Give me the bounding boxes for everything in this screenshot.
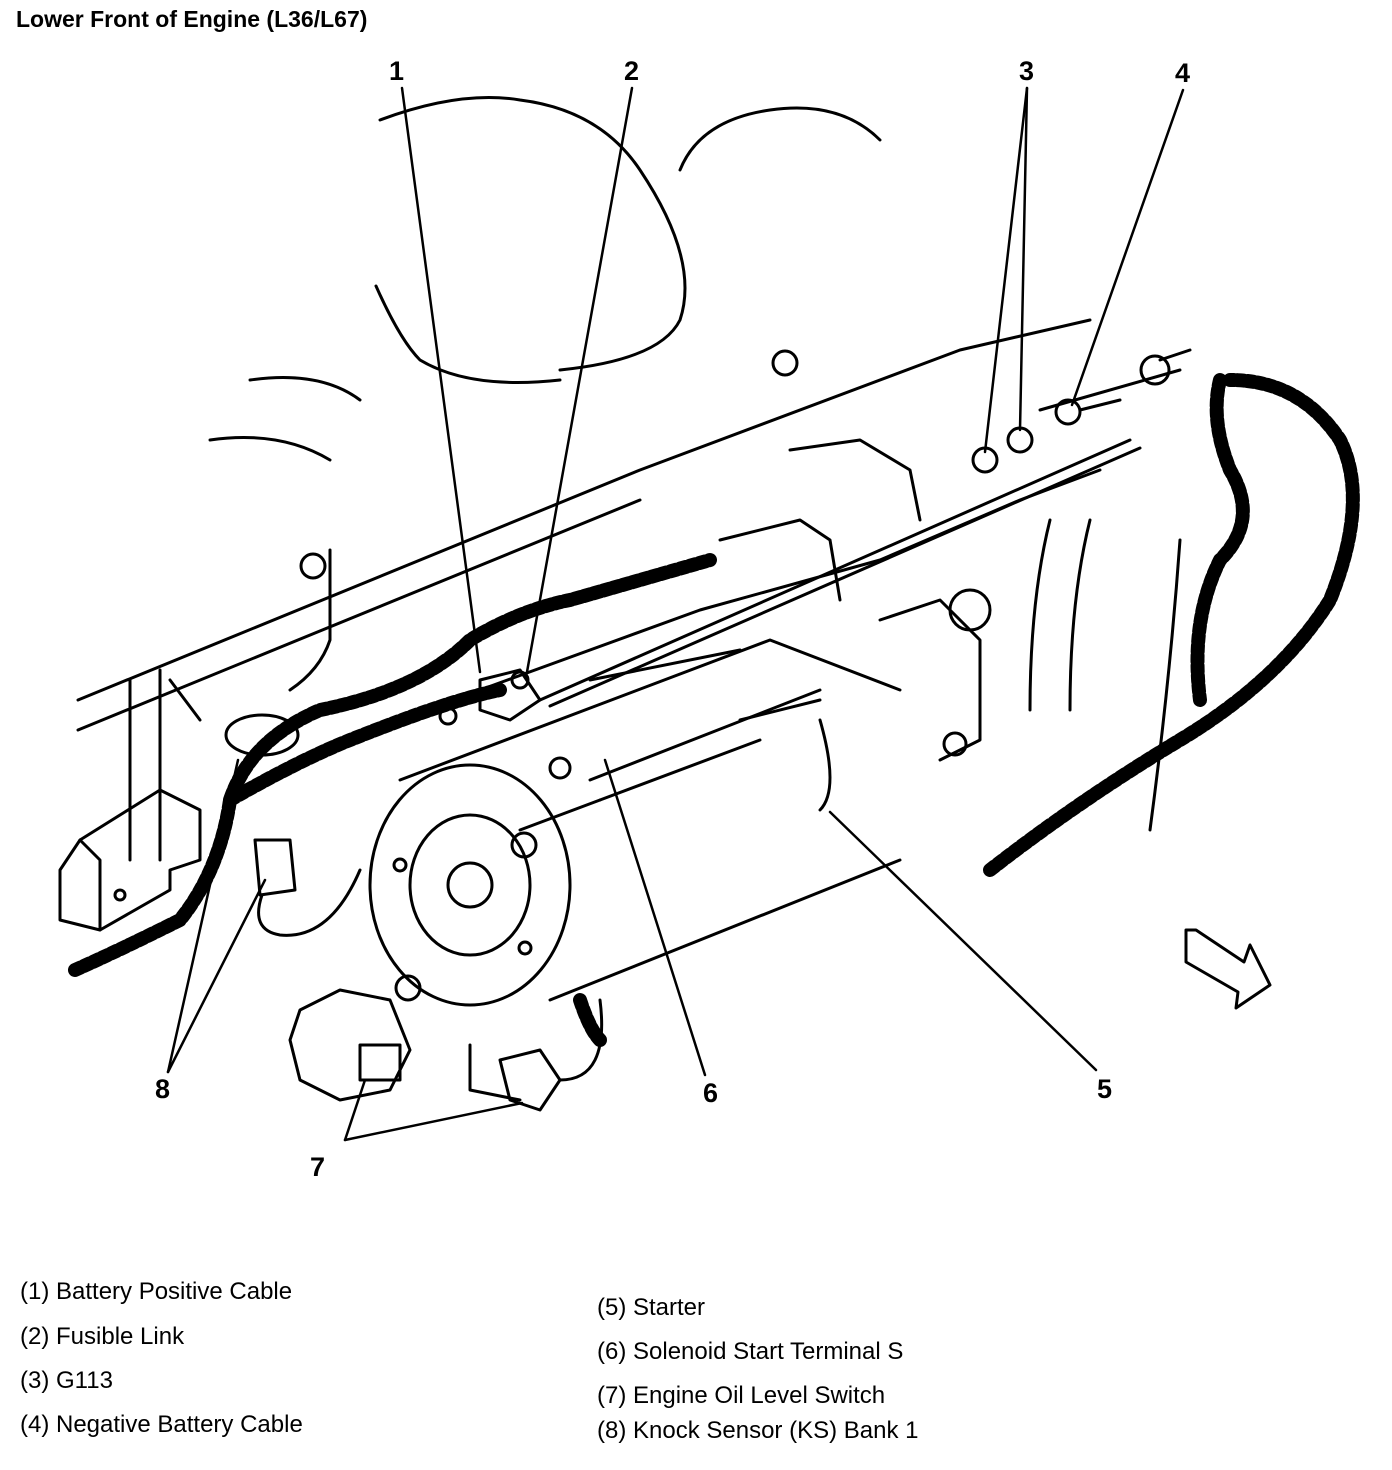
callout-1: 1	[389, 56, 404, 86]
callout-6: 6	[703, 1078, 718, 1108]
mount-bracket	[58, 788, 202, 932]
callout-3: 3	[1019, 56, 1034, 86]
legend-item-4: (4) Negative Battery Cable	[20, 1411, 303, 1438]
leader-lines	[166, 86, 1185, 1142]
legend-item-8: (8) Knock Sensor (KS) Bank 1	[597, 1417, 919, 1444]
legend-item-1: (1) Battery Positive Cable	[20, 1278, 293, 1305]
callout-2: 2	[624, 56, 639, 86]
starter-body	[368, 638, 902, 1007]
oil-level-switch	[288, 988, 604, 1112]
engine-diagram: 1 2 3 4 5 6 7 8	[58, 56, 1360, 1182]
direction-arrow	[1184, 928, 1272, 1010]
callout-5: 5	[1097, 1074, 1112, 1104]
engine-block	[76, 96, 1092, 862]
legend-item-5: (5) Starter	[597, 1294, 706, 1321]
wiring-harness	[68, 373, 1360, 1047]
legend-item-2: (2) Fusible Link	[20, 1323, 185, 1350]
legend-item-7: (7) Engine Oil Level Switch	[597, 1382, 886, 1409]
legend-item-6: (6) Solenoid Start Terminal S	[597, 1338, 904, 1365]
callout-4: 4	[1175, 58, 1190, 88]
battery-cables	[478, 368, 1182, 832]
callout-8: 8	[155, 1074, 170, 1104]
legend-item-3: (3) G113	[20, 1367, 113, 1394]
diagram-title: Lower Front of Engine (L36/L67)	[16, 6, 368, 32]
callout-7: 7	[310, 1152, 325, 1182]
callout-labels: 1 2 3 4 5 6 7 8	[155, 56, 1190, 1182]
